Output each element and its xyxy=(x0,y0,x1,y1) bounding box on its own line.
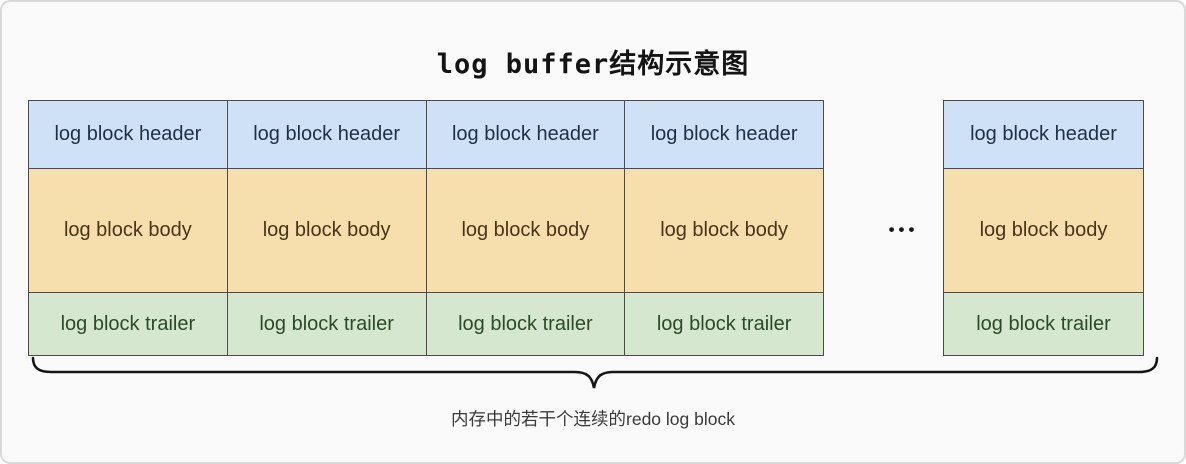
log-block-header-cell: log block header xyxy=(426,101,626,169)
log-block-header-cell: log block header xyxy=(625,101,824,169)
log-block-trailer-cell: log block trailer xyxy=(625,293,824,356)
log-block-body-cell: log block body xyxy=(426,169,626,293)
log-block-trailer-cell: log block trailer xyxy=(29,293,228,356)
log-block-header-cell: log block header xyxy=(227,101,427,169)
underbrace-icon xyxy=(31,356,1159,389)
log-block-header-cell: log block header xyxy=(944,101,1144,169)
log-block-body-cell: log block body xyxy=(29,169,228,293)
log-block-trailer-cell: log block trailer xyxy=(426,293,626,356)
log-block-group-tail: log block header log block body log bloc… xyxy=(943,100,1144,356)
log-block-header-cell: log block header xyxy=(29,101,228,169)
ellipsis-icon: ••• xyxy=(888,220,919,239)
log-block-body-cell: log block body xyxy=(625,169,824,293)
log-block-body-cell: log block body xyxy=(944,169,1144,293)
diagram-title: log buffer结构示意图 xyxy=(436,49,750,80)
log-block-trailer-cell: log block trailer xyxy=(227,293,427,356)
log-block-group-main: log block header log block header log bl… xyxy=(28,100,824,356)
log-block-body-cell: log block body xyxy=(227,169,427,293)
log-block-trailer-cell: log block trailer xyxy=(944,293,1144,356)
diagram-caption: 内存中的若干个连续的redo log block xyxy=(451,409,735,429)
